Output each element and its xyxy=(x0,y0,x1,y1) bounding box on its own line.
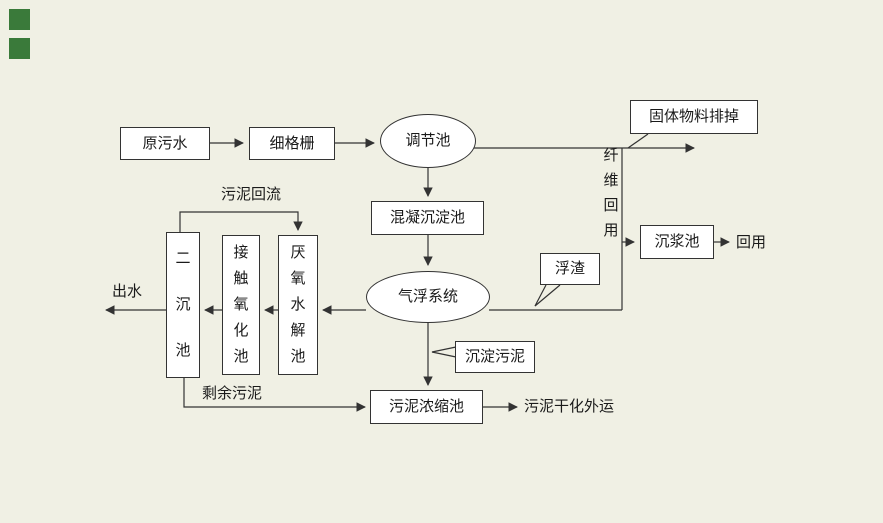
callout-scum-label: 浮渣 xyxy=(554,260,585,277)
node-regulating-tank-label: 调节池 xyxy=(405,132,451,149)
label-reuse: 回用 xyxy=(736,234,767,251)
node-coagulation-tank: 混凝沉淀池 xyxy=(371,201,484,235)
green-square-marker-2 xyxy=(9,38,30,59)
node-secondary-sedimentation-tank: 二沉池 xyxy=(166,232,200,378)
node-fine-screen: 细格栅 xyxy=(249,127,335,160)
node-sludge-thickening-tank-label: 污泥浓缩池 xyxy=(388,398,464,415)
node-sludge-thickening-tank: 污泥浓缩池 xyxy=(370,390,483,424)
node-raw-sewage: 原污水 xyxy=(120,127,210,160)
node-contact-oxidation-tank: 接触氧化池 xyxy=(222,235,260,375)
callout-settled-sludge: 沉淀污泥 xyxy=(455,341,535,373)
label-sludge-drying-transport: 污泥干化外运 xyxy=(524,398,615,415)
node-air-flotation: 气浮系统 xyxy=(366,271,490,323)
node-anaerobic-tank: 厌氧水解池 xyxy=(278,235,318,375)
node-regulating-tank: 调节池 xyxy=(380,114,476,168)
node-solid-discharge: 固体物料排掉 xyxy=(630,100,758,134)
node-raw-sewage-label: 原污水 xyxy=(142,134,188,152)
node-coagulation-tank-label: 混凝沉淀池 xyxy=(389,209,465,226)
callout-scum: 浮渣 xyxy=(540,253,600,285)
node-slurry-tank: 沉浆池 xyxy=(640,225,714,259)
node-solid-discharge-label: 固体物料排掉 xyxy=(648,108,739,125)
callout-settled-sludge-label: 沉淀污泥 xyxy=(464,348,525,365)
label-effluent: 出水 xyxy=(112,283,143,300)
node-anaerobic-tank-label: 厌氧水解池 xyxy=(290,244,306,365)
green-square-marker-1 xyxy=(9,9,30,30)
label-fiber-reuse: 纤维回用 xyxy=(603,147,619,239)
node-air-flotation-label: 气浮系统 xyxy=(397,288,458,305)
node-contact-oxidation-tank-label: 接触氧化池 xyxy=(233,244,249,365)
node-fine-screen-label: 细格栅 xyxy=(269,134,315,152)
label-excess-sludge: 剩余污泥 xyxy=(202,385,263,402)
node-slurry-tank-label: 沉浆池 xyxy=(654,233,700,250)
label-sludge-return: 污泥回流 xyxy=(221,186,282,203)
node-secondary-sedimentation-tank-label: 二沉池 xyxy=(175,250,191,359)
